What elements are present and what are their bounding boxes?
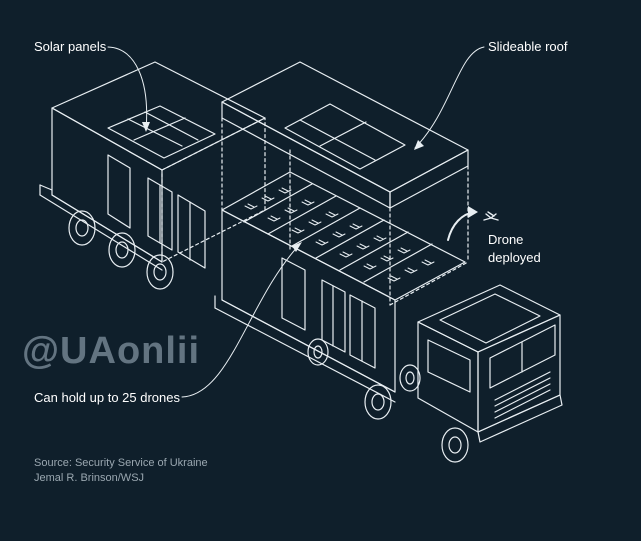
drone-bay xyxy=(221,171,466,301)
capacity-label: Can hold up to 25 drones xyxy=(34,390,180,405)
drone-deployed-label-line1: Drone xyxy=(488,232,524,247)
solar-panels-front xyxy=(107,105,216,159)
drone-deployed-label-line2: deployed xyxy=(488,250,541,265)
source-line: Source: Security Service of Ukraine xyxy=(34,457,208,469)
rear-trailer-side xyxy=(214,209,396,403)
front-trailer xyxy=(39,61,266,271)
truck-cab xyxy=(417,284,563,443)
drone-deployed-arrow xyxy=(447,206,499,241)
slideable-roof-label: Slideable roof xyxy=(488,39,568,54)
wheels xyxy=(68,210,469,463)
slideable-roof xyxy=(221,61,469,306)
credit-line: Jemal R. Brinson/WSJ xyxy=(34,472,145,484)
watermark: @UAonlii xyxy=(22,330,201,372)
callouts xyxy=(107,46,485,398)
solar-panels-label: Solar panels xyxy=(34,39,107,54)
